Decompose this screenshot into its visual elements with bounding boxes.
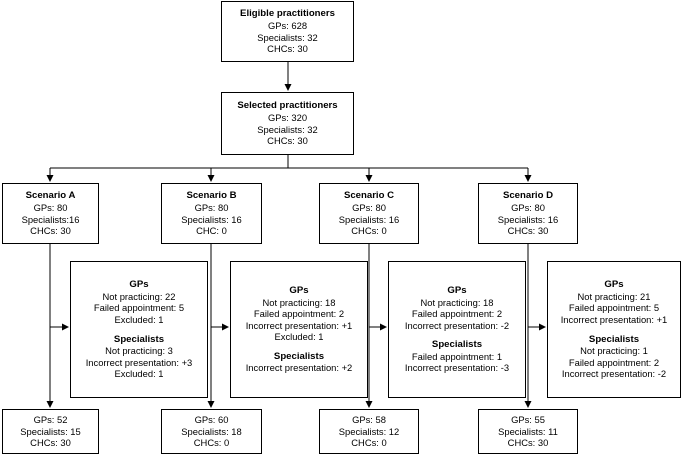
scenario-d-gps-incorrect-presentation: Incorrect presentation: +1: [560, 313, 668, 325]
scenario-c-gps-incorrect-presentation: Incorrect presentation: -2: [404, 319, 510, 331]
scenario-b-title: Scenario B: [186, 190, 237, 202]
scenario-a-final-box: GPs: 52 Specialists: 15 CHCs: 30: [2, 409, 99, 454]
scenario-d-exclusions-box: GPs Not practicing: 21 Failed appointmen…: [547, 261, 681, 398]
scenario-b-gps-excluded: Excluded: 1: [274, 331, 324, 343]
scenario-a-gps-failed-appointment: Failed appointment: 5: [93, 302, 185, 314]
selected-specialists: Specialists: 32: [257, 123, 318, 135]
scenario-a-box: Scenario A GPs: 80 Specialists:16 CHCs: …: [2, 183, 99, 244]
scenario-d-final-gps: GPs: 55: [511, 414, 545, 426]
scenario-c-specialists: Specialists: 16: [338, 213, 400, 225]
scenario-b-final-chcs: CHCs: 0: [193, 437, 230, 449]
scenario-d-title: Scenario D: [502, 190, 554, 202]
scenario-b-final-gps: GPs: 60: [194, 414, 229, 426]
scenario-a-specialists-not-practicing: Not practicing: 3: [105, 345, 173, 357]
scenario-b-exclusions-gps-title: GPs: [289, 284, 309, 296]
scenario-b-specialists: Specialists: 16: [181, 213, 242, 225]
scenario-a-final-specialists: Specialists: 15: [20, 425, 81, 437]
scenario-b-specialists-incorrect-presentation: Incorrect presentation: +2: [245, 362, 353, 374]
scenario-b-gps-failed-appointment: Failed appointment: 2: [253, 308, 345, 320]
scenario-c-chcs: CHCs: 0: [351, 225, 387, 237]
scenario-b-exclusions-box: GPs Not practicing: 18 Failed appointmen…: [230, 261, 368, 398]
scenario-a-chcs: CHCs: 30: [30, 225, 71, 237]
scenario-c-final-gps: GPs: 58: [352, 414, 386, 426]
scenario-b-final-box: GPs: 60 Specialists: 18 CHCs: 0: [161, 409, 262, 454]
scenario-d-exclusions-gps-title: GPs: [604, 279, 624, 291]
scenario-d-final-chcs: CHCs: 30: [507, 437, 549, 449]
scenario-a-specialists-incorrect-presentation: Incorrect presentation: +3: [85, 356, 193, 368]
eligible-specialists: Specialists: 32: [257, 31, 318, 43]
scenario-c-exclusions-gps-title: GPs: [447, 284, 467, 296]
scenario-b-gps-not-practicing: Not practicing: 18: [262, 296, 336, 308]
eligible-title: Eligible practitioners: [240, 8, 335, 20]
scenario-b-gps-incorrect-presentation: Incorrect presentation: +1: [245, 319, 353, 331]
selected-practitioners-box: Selected practitioners GPs: 320 Speciali…: [221, 92, 354, 155]
scenario-d-chcs: CHCs: 30: [507, 225, 549, 237]
scenario-c-gps: GPs: 80: [352, 201, 386, 213]
scenario-c-final-chcs: CHCs: 0: [351, 437, 387, 449]
scenario-c-specialists-failed-appointment: Failed appointment: 1: [411, 350, 503, 362]
scenario-c-final-specialists: Specialists: 12: [338, 425, 400, 437]
scenario-d-exclusions-specialists-title: Specialists: [588, 333, 640, 345]
scenario-d-gps-not-practicing: Not practicing: 21: [577, 290, 651, 302]
eligible-gps: GPs: 628: [267, 19, 308, 31]
scenario-d-specialists-incorrect-presentation: Incorrect presentation: -2: [561, 368, 667, 380]
selected-title: Selected practitioners: [237, 100, 338, 112]
scenario-a-specialists: Specialists:16: [21, 213, 80, 225]
scenario-a-exclusions-specialists-title: Specialists: [113, 333, 165, 345]
scenario-a-final-chcs: CHCs: 30: [30, 437, 71, 449]
scenario-a-specialists-excluded: Excluded: 1: [114, 368, 164, 380]
scenario-d-specialists-not-practicing: Not practicing: 1: [580, 345, 648, 357]
scenario-c-box: Scenario C GPs: 80 Specialists: 16 CHCs:…: [319, 183, 419, 244]
scenario-b-gps: GPs: 80: [194, 201, 229, 213]
scenario-d-specialists-failed-appointment: Failed appointment: 2: [568, 356, 660, 368]
scenario-a-final-gps: GPs: 52: [33, 414, 68, 426]
scenario-b-box: Scenario B GPs: 80 Specialists: 16 CHC: …: [161, 183, 262, 244]
scenario-a-gps-excluded: Excluded: 1: [114, 313, 164, 325]
scenario-c-gps-not-practicing: Not practicing: 18: [420, 296, 494, 308]
eligible-chcs: CHCs: 30: [267, 43, 308, 55]
eligible-practitioners-box: Eligible practitioners GPs: 628 Speciali…: [221, 1, 354, 62]
selected-gps: GPs: 320: [267, 111, 308, 123]
scenario-b-exclusions-specialists-title: Specialists: [273, 350, 325, 362]
scenario-d-gps: GPs: 80: [511, 201, 545, 213]
scenario-c-specialists-incorrect-presentation: Incorrect presentation: -3: [404, 362, 510, 374]
scenario-b-chcs: CHC: 0: [196, 225, 227, 237]
selected-chcs: CHCs: 30: [267, 135, 308, 147]
scenario-b-final-specialists: Specialists: 18: [181, 425, 242, 437]
scenario-a-gps: GPs: 80: [33, 201, 68, 213]
scenario-d-gps-failed-appointment: Failed appointment: 5: [568, 302, 660, 314]
scenario-c-gps-failed-appointment: Failed appointment: 2: [411, 308, 503, 320]
scenario-d-final-specialists: Specialists: 11: [498, 425, 558, 437]
scenario-d-final-box: GPs: 55 Specialists: 11 CHCs: 30: [478, 409, 578, 454]
scenario-a-title: Scenario A: [25, 190, 76, 202]
scenario-a-gps-not-practicing: Not practicing: 22: [102, 290, 176, 302]
scenario-a-exclusions-gps-title: GPs: [129, 279, 149, 291]
scenario-d-box: Scenario D GPs: 80 Specialists: 16 CHCs:…: [478, 183, 578, 244]
scenario-c-title: Scenario C: [343, 190, 395, 202]
scenario-a-exclusions-box: GPs Not practicing: 22 Failed appointmen…: [70, 261, 208, 398]
scenario-c-final-box: GPs: 58 Specialists: 12 CHCs: 0: [319, 409, 419, 454]
scenario-d-specialists: Specialists: 16: [497, 213, 559, 225]
scenario-c-exclusions-box: GPs Not practicing: 18 Failed appointmen…: [388, 261, 526, 398]
scenario-c-exclusions-specialists-title: Specialists: [431, 339, 483, 351]
